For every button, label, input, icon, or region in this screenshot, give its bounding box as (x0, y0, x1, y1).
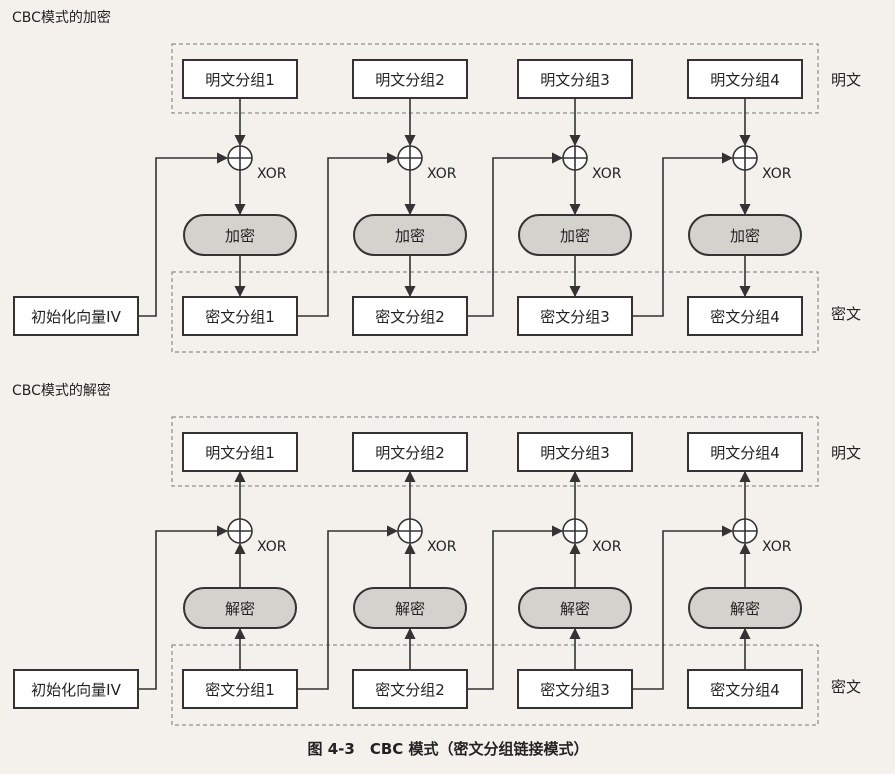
decryption-process-label: 解密 (395, 600, 425, 618)
encryption-iv-label: 初始化向量IV (31, 308, 121, 326)
encryption-chain-connector-2 (297, 152, 399, 317)
encryption-ciphertext-label: 密文 (831, 305, 861, 323)
decryption-ciphertext-block-label: 密文分组1 (205, 681, 275, 699)
encryption-iv-box (13, 296, 139, 336)
encryption-plaintext-block-label: 明文分组1 (205, 71, 275, 89)
encryption-process-label: 加密 (730, 227, 760, 245)
decryption-plaintext-block-1 (182, 432, 298, 472)
decryption-plaintext-block-4 (687, 432, 803, 472)
decryption-plaintext-block-label: 明文分组2 (375, 444, 445, 462)
encryption-process-label: 加密 (225, 227, 255, 245)
decryption-xor-label: XOR (762, 539, 792, 555)
encryption-plaintext-block-2 (352, 59, 468, 99)
encryption-title: CBC模式的加密 (12, 9, 111, 26)
decryption-chain-connector-2 (297, 525, 399, 690)
decryption-plaintext-block-label: 明文分组3 (540, 444, 610, 462)
decryption-plaintext-block-label: 明文分组4 (710, 444, 780, 462)
decryption-plaintext-block-label: 明文分组1 (205, 444, 275, 462)
encryption-plaintext-block-label: 明文分组3 (540, 71, 610, 89)
encryption-plaintext-label: 明文 (831, 71, 861, 89)
decryption-ciphertext-block-1 (182, 669, 298, 709)
decryption-plaintext-group (171, 416, 819, 487)
encryption-process-label: 加密 (395, 227, 425, 245)
decryption-xor-label: XOR (427, 539, 457, 555)
decryption-process-label: 解密 (225, 600, 255, 618)
decryption-xor-label: XOR (592, 539, 622, 555)
decryption-ciphertext-group (171, 644, 819, 726)
decryption-title: CBC模式的解密 (12, 382, 111, 399)
encryption-xor-label: XOR (427, 166, 457, 182)
decryption-plaintext-block-2 (352, 432, 468, 472)
encryption-process-label: 加密 (560, 227, 590, 245)
figure-caption: 图 4-3 CBC 模式（密文分组链接模式） (308, 740, 589, 758)
decryption-process-label: 解密 (560, 600, 590, 618)
decryption-ciphertext-block-label: 密文分组3 (540, 681, 610, 699)
decryption-ciphertext-block-label: 密文分组2 (375, 681, 445, 699)
encryption-plaintext-block-label: 明文分组2 (375, 71, 445, 89)
decryption-plaintext-label: 明文 (831, 444, 861, 462)
encryption-chain-connector-4 (632, 152, 734, 317)
decryption-iv-connector (138, 525, 229, 690)
encryption-xor-label: XOR (257, 166, 287, 182)
encryption-chain-connector-3 (467, 152, 564, 317)
encryption-ciphertext-group (171, 271, 819, 353)
encryption-ciphertext-block-label: 密文分组4 (710, 308, 780, 326)
encryption-plaintext-block-4 (687, 59, 803, 99)
encryption-ciphertext-block-label: 密文分组3 (540, 308, 610, 326)
decryption-plaintext-block-3 (517, 432, 633, 472)
decryption-xor-label: XOR (257, 539, 287, 555)
encryption-plaintext-group (171, 43, 819, 114)
encryption-plaintext-block-label: 明文分组4 (710, 71, 780, 89)
decryption-iv-box (13, 669, 139, 709)
encryption-ciphertext-block-label: 密文分组1 (205, 308, 275, 326)
decryption-process-label: 解密 (730, 600, 760, 618)
decryption-ciphertext-block-label: 密文分组4 (710, 681, 780, 699)
decryption-ciphertext-label: 密文 (831, 678, 861, 696)
encryption-plaintext-block-1 (182, 59, 298, 99)
decryption-chain-connector-4 (632, 525, 734, 690)
encryption-xor-label: XOR (592, 166, 622, 182)
encryption-iv-connector (138, 152, 229, 317)
decryption-chain-connector-3 (467, 525, 564, 690)
decryption-iv-label: 初始化向量IV (31, 681, 121, 699)
encryption-xor-label: XOR (762, 166, 792, 182)
encryption-ciphertext-block-label: 密文分组2 (375, 308, 445, 326)
